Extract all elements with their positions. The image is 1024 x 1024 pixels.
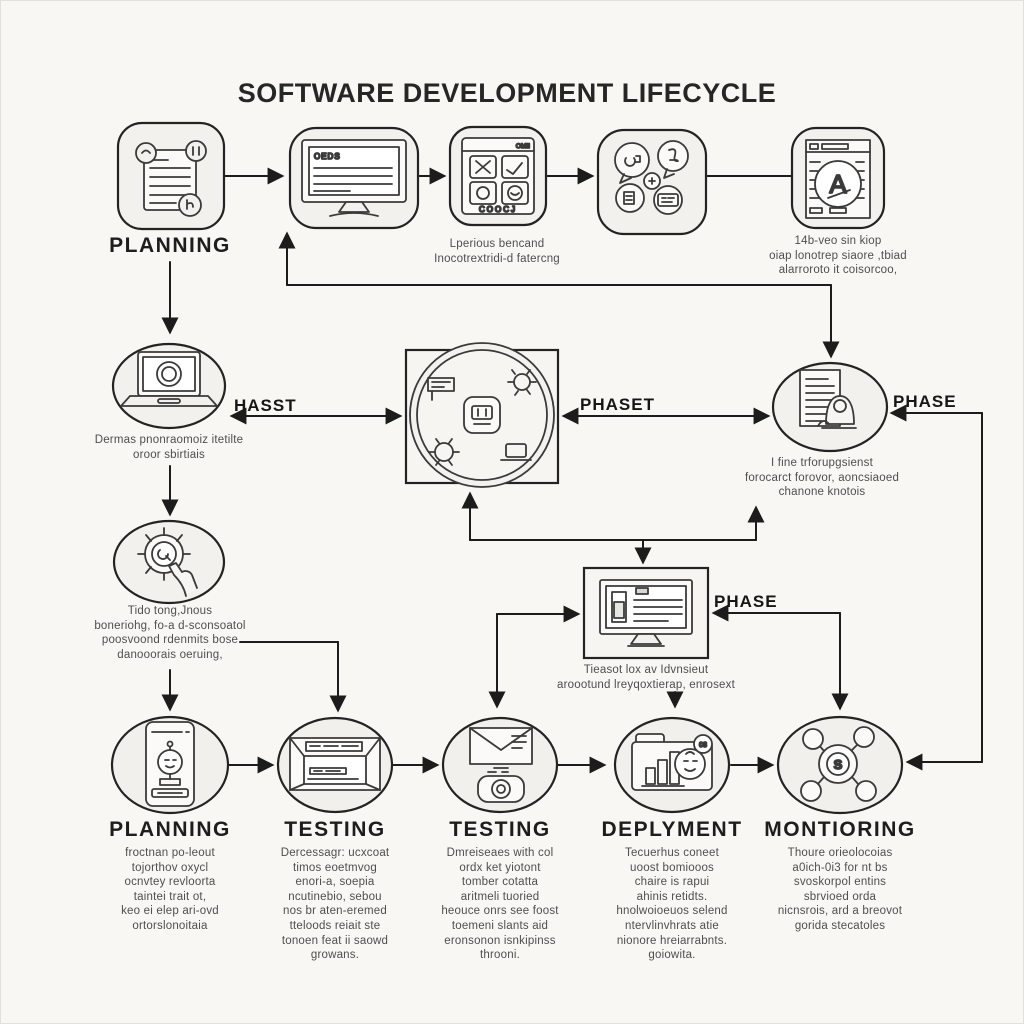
edge-label-hast: HASST <box>234 396 297 415</box>
caption-testing1: Dercessagr: ucxcoat timos eoetmvog enori… <box>280 847 390 962</box>
edge-label-phaset: PHASET <box>580 395 655 414</box>
caption-planning-bottom: froctnan po-leout tojorthov oxycl ocnvte… <box>121 847 219 932</box>
label-monitoring: MONTIORING <box>764 818 916 841</box>
label-testing2: TESTING <box>449 818 551 841</box>
envelope-cam-icon <box>469 727 533 803</box>
edge-label-phase-monitor: PHASE <box>714 592 778 611</box>
folder-chart-icon: 03 <box>631 733 713 791</box>
caption-testing2: Dmreiseaes with col ordx ket yiotont tom… <box>441 847 559 962</box>
caption-laptop: Dermas pnonraomoiz itetilte oroor sbirti… <box>94 434 244 461</box>
caption-dashboard: Tieasot lox av Idvnsieut aroootund lreyq… <box>557 664 735 691</box>
monitor-icon: OEDS <box>301 139 407 217</box>
document-badges-icon <box>135 140 207 217</box>
box-3d-icon <box>289 737 381 791</box>
caption-document: I fine trforupgsienst forocarct forovor,… <box>744 457 900 499</box>
process-gears-icon <box>409 342 555 488</box>
connector-lines <box>161 167 983 774</box>
phone-robot-icon <box>145 721 195 807</box>
network-hub-icon: S <box>800 726 877 802</box>
caption-monitoring: Thoure orieolocoias a0ich-0i3 for nt bs … <box>777 847 903 932</box>
caption-gear: Tido tong,Jnous boneriohg, fo-a d-sconso… <box>94 605 246 661</box>
hub-letter-text: S <box>834 757 843 772</box>
caption-deployment: Tecuerhus coneet uoost bomiooos chaire i… <box>616 847 728 962</box>
gear-hand-icon <box>137 527 198 597</box>
monitor-screen-text: OEDS <box>314 152 341 161</box>
document-rocket-icon <box>799 369 857 429</box>
edge-label-phase-right: PHASE <box>893 392 957 411</box>
grid-header-text: OMII <box>516 143 530 150</box>
chat-bubbles-icon <box>614 140 689 215</box>
bubble-number-text: 03 <box>699 742 707 749</box>
label-testing1: TESTING <box>284 818 386 841</box>
laptop-icon <box>120 351 218 407</box>
caption-browser: 14b-veo sin kiop oiap lonotrep siaore ,t… <box>769 235 907 277</box>
caption-grid: Lperious bencand Inocotrextridi-d faterc… <box>434 238 560 265</box>
label-planning-top: PLANNING <box>109 234 231 257</box>
label-planning-bottom: PLANNING <box>109 818 231 841</box>
browser-a-icon: A <box>805 139 871 219</box>
grid-footer-text: COOCJ <box>479 205 517 214</box>
label-deployment: DEPLYMENT <box>601 818 743 841</box>
app-grid-icon: OMII COOCJ <box>461 137 535 215</box>
dashboard-monitor-icon <box>599 579 693 647</box>
page-title: SOFTWARE DEVELOPMENT LIFECYCLE <box>237 78 777 108</box>
